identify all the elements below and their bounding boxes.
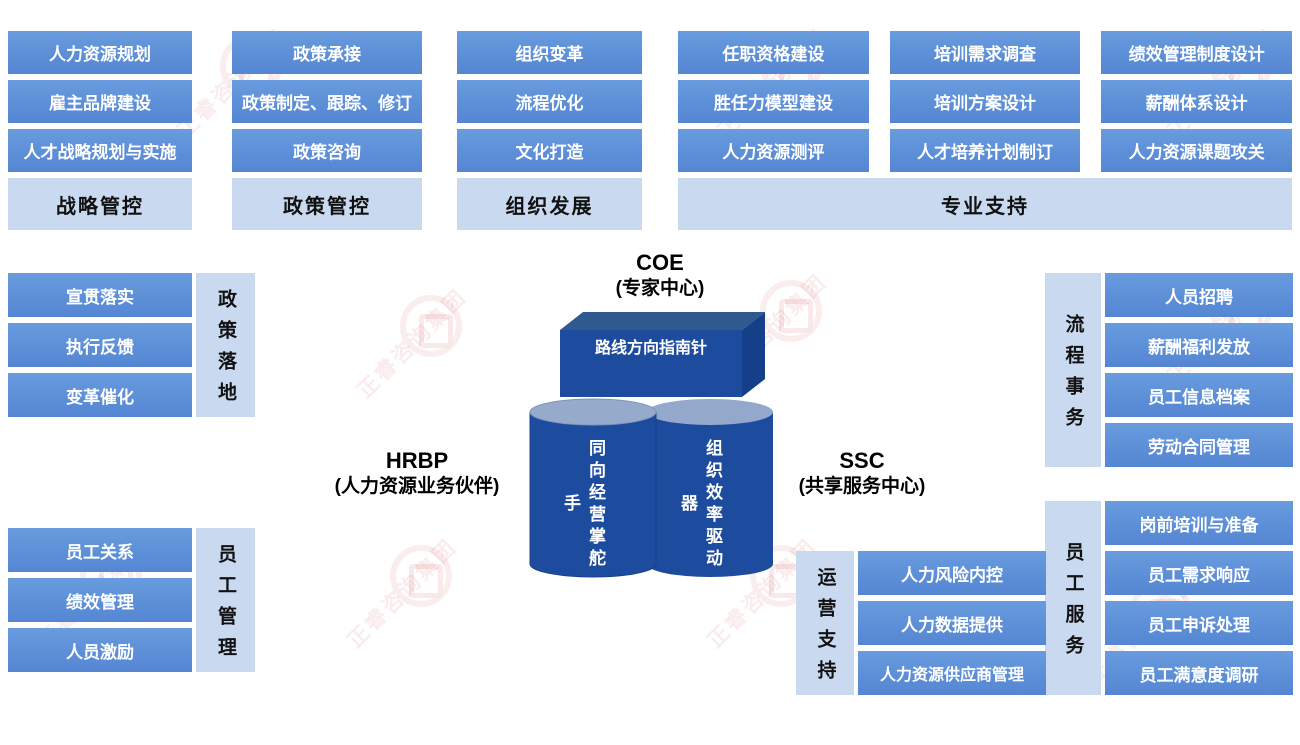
diagram-item: 员工满意度调研 — [1105, 651, 1293, 695]
diagram-item: 流程优化 — [457, 80, 642, 123]
diagram-item: 劳动合同管理 — [1105, 423, 1293, 467]
group-employee-management: 员工关系 绩效管理 人员激励 — [8, 528, 192, 672]
diagram-item: 绩效管理 — [8, 578, 192, 622]
diagram-item: 人力资源规划 — [8, 31, 192, 74]
group-strategic-control: 人力资源规划 雇主品牌建设 人才战略规划与实施 战略管控 — [8, 31, 192, 230]
ssc-subtitle: (共享服务中心) — [798, 476, 926, 498]
coe-title: COE — [636, 250, 684, 275]
diagram-item: 人力风险内控 — [858, 551, 1046, 595]
diagram-item: 人才培养计划制订 — [889, 129, 1081, 172]
diagram-item: 组织变革 — [457, 31, 642, 74]
hrbp-subtitle: (人力资源业务伙伴) — [334, 476, 500, 498]
diagram-item: 人力资源供应商管理 — [858, 651, 1046, 695]
group-operation-support: 人力风险内控 人力数据提供 人力资源供应商管理 — [858, 551, 1046, 695]
box-top-face — [560, 312, 765, 330]
cylinder-left-top — [529, 398, 657, 426]
center-3d-graphic — [529, 312, 773, 578]
diagram-item: 薪酬福利发放 — [1105, 323, 1293, 367]
diagram-item: 绩效管理制度设计 — [1101, 31, 1293, 74]
diagram-item: 任职资格建设 — [678, 31, 869, 74]
support-column-1: 任职资格建设 胜任力模型建设 人力资源测评 — [678, 31, 869, 172]
group-label: 战略管控 — [8, 178, 192, 230]
diagram-item: 岗前培训与准备 — [1105, 501, 1293, 545]
cylinder-left-body — [529, 411, 657, 578]
group-policy-landing: 宣贯落实 执行反馈 变革催化 — [8, 273, 192, 417]
diagram-item: 人力数据提供 — [858, 601, 1046, 645]
diagram-item: 胜任力模型建设 — [678, 80, 869, 123]
diagram-item: 政策咨询 — [232, 129, 422, 172]
group-process-affairs: 人员招聘 薪酬福利发放 员工信息档案 劳动合同管理 — [1105, 273, 1293, 467]
group-employee-service: 岗前培训与准备 员工需求响应 员工申诉处理 员工满意度调研 — [1105, 501, 1293, 695]
group-policy-control: 政策承接 政策制定、跟踪、修订 政策咨询 政策管控 — [232, 31, 422, 230]
coe-title-block: COE (专家中心) — [535, 250, 785, 302]
diagram-item: 人力资源测评 — [678, 129, 869, 172]
group-label: 组织发展 — [457, 178, 642, 230]
diagram-item: 变革催化 — [8, 373, 192, 417]
diagram-item: 员工关系 — [8, 528, 192, 572]
cylinder-right-label: 组织效率驱动器 — [678, 439, 722, 571]
diagram-item: 人员招聘 — [1105, 273, 1293, 317]
group-professional-support: 任职资格建设 胜任力模型建设 人力资源测评 培训需求调查 培训方案设计 人才培养… — [678, 31, 1293, 230]
diagram-item: 培训方案设计 — [889, 80, 1081, 123]
diagram-item: 雇主品牌建设 — [8, 80, 192, 123]
watermark-ring-icon — [400, 295, 462, 357]
box-label: 路线方向指南针 — [594, 340, 707, 357]
watermark-ring-icon — [390, 545, 452, 607]
diagram-item: 人员激励 — [8, 628, 192, 672]
hrbp-title: HRBP — [385, 448, 449, 473]
diagram-item: 员工需求响应 — [1105, 551, 1293, 595]
watermark-text: 正睿咨询集团 — [353, 284, 472, 403]
group-label-vertical: 员工管理 — [196, 528, 255, 672]
watermark-logo: 正睿咨询集团 — [344, 535, 500, 695]
group-label-vertical: 政策落地 — [196, 273, 255, 417]
diagram-item: 员工申诉处理 — [1105, 601, 1293, 645]
watermark-logo: 正睿咨询集团 — [354, 285, 510, 445]
group-label: 政策管控 — [232, 178, 422, 230]
diagram-item: 人力资源课题攻关 — [1101, 129, 1293, 172]
diagram-item: 政策承接 — [232, 31, 422, 74]
support-column-3: 绩效管理制度设计 薪酬体系设计 人力资源课题攻关 — [1101, 31, 1293, 172]
box-right-face — [742, 312, 765, 397]
coe-subtitle: (专家中心) — [615, 278, 705, 300]
diagram-item: 薪酬体系设计 — [1101, 80, 1293, 123]
diagram-item: 执行反馈 — [8, 323, 192, 367]
group-label-vertical: 流程事务 — [1045, 273, 1101, 467]
group-label-vertical: 运营支持 — [796, 551, 854, 695]
box-front-face — [560, 330, 742, 397]
diagram-item: 员工信息档案 — [1105, 373, 1293, 417]
cylinder-right-top — [647, 399, 773, 425]
diagram-item: 政策制定、跟踪、修订 — [232, 80, 422, 123]
cylinder-left-label: 同向经营掌舵手 — [561, 439, 605, 571]
diagram-item: 培训需求调查 — [889, 31, 1081, 74]
ssc-title-block: SSC (共享服务中心) — [777, 448, 947, 500]
watermark-text: 正睿咨询集团 — [343, 534, 462, 653]
cylinder-right-body — [647, 412, 773, 577]
ssc-title: SSC — [839, 448, 885, 473]
diagram-item: 宣贯落实 — [8, 273, 192, 317]
diagram-item: 文化打造 — [457, 129, 642, 172]
group-label-vertical: 员工服务 — [1045, 501, 1101, 695]
hrbp-title-block: HRBP (人力资源业务伙伴) — [297, 448, 537, 500]
diagram-item: 人才战略规划与实施 — [8, 129, 192, 172]
support-column-2: 培训需求调查 培训方案设计 人才培养计划制订 — [889, 31, 1081, 172]
group-org-development: 组织变革 流程优化 文化打造 组织发展 — [457, 31, 642, 230]
group-label: 专业支持 — [678, 178, 1292, 230]
